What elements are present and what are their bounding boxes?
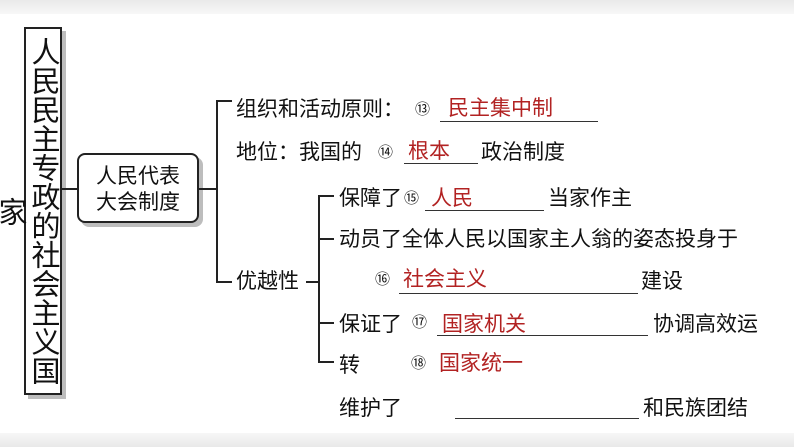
blank-16 bbox=[399, 293, 638, 294]
item16-line1: 动员了全体人民以国家主人翁的姿态投身于 bbox=[339, 227, 738, 251]
blank-14 bbox=[404, 163, 478, 164]
npc-node-line1: 人民代表 bbox=[96, 164, 180, 188]
main-topic-box: 人民民主专政的社会主义国家 bbox=[0, 27, 62, 395]
answer-14: 根本 bbox=[408, 139, 450, 163]
answer-15: 人民 bbox=[431, 186, 473, 210]
connector-main-to-node bbox=[62, 188, 77, 190]
npc-system-node: 人民代表 大会制度 bbox=[77, 153, 199, 223]
bracket-1-vertical bbox=[216, 100, 218, 283]
blank-19 bbox=[455, 418, 639, 419]
item18-prefix: 转 bbox=[339, 353, 360, 377]
bracket-2-mid2 bbox=[318, 322, 334, 324]
bracket-1-bottom bbox=[216, 281, 232, 283]
num-15: ⑮ bbox=[404, 189, 420, 207]
blank-17 bbox=[437, 335, 648, 336]
answer-13: 民主集中制 bbox=[448, 96, 553, 120]
item19-prefix: 维护了 bbox=[339, 396, 402, 420]
connector-superiority-to-bracket bbox=[306, 281, 318, 283]
top-band bbox=[0, 0, 794, 14]
item15-prefix: 保障了 bbox=[339, 186, 402, 210]
item17-suffix: 协调高效运 bbox=[653, 312, 758, 336]
num-13: ⑬ bbox=[415, 100, 431, 118]
num-18: ⑱ bbox=[411, 354, 427, 372]
bracket-2-vertical bbox=[318, 195, 320, 363]
status-suffix: 政治制度 bbox=[481, 140, 565, 164]
bottom-band bbox=[0, 433, 794, 447]
status-prefix: 地位：我国的 bbox=[236, 140, 362, 164]
blank-15 bbox=[425, 210, 544, 211]
bracket-1-top bbox=[216, 100, 232, 102]
connector-node-to-bracket bbox=[199, 188, 216, 190]
bracket-2-top bbox=[318, 195, 334, 197]
blank-13 bbox=[440, 121, 598, 122]
bracket-2-bottom bbox=[318, 361, 334, 363]
num-16: ⑯ bbox=[375, 270, 391, 288]
bracket-2-mid1 bbox=[318, 238, 334, 240]
superiority-label: 优越性 bbox=[236, 269, 299, 293]
answer-17: 国家机关 bbox=[442, 312, 526, 336]
npc-node-line2: 大会制度 bbox=[96, 190, 180, 214]
item16-suffix: 建设 bbox=[641, 269, 683, 293]
answer-16: 社会主义 bbox=[403, 267, 487, 291]
num-17: ⑰ bbox=[412, 313, 428, 331]
item19-suffix: 和民族团结 bbox=[643, 396, 748, 420]
item17-prefix: 保证了 bbox=[339, 312, 402, 336]
main-topic-text: 人民民主专政的社会主义国家 bbox=[0, 37, 61, 385]
item15-suffix: 当家作主 bbox=[548, 186, 632, 210]
principle-label: 组织和活动原则： bbox=[236, 97, 404, 121]
answer-18: 国家统一 bbox=[439, 351, 523, 375]
num-14: ⑭ bbox=[378, 143, 394, 161]
